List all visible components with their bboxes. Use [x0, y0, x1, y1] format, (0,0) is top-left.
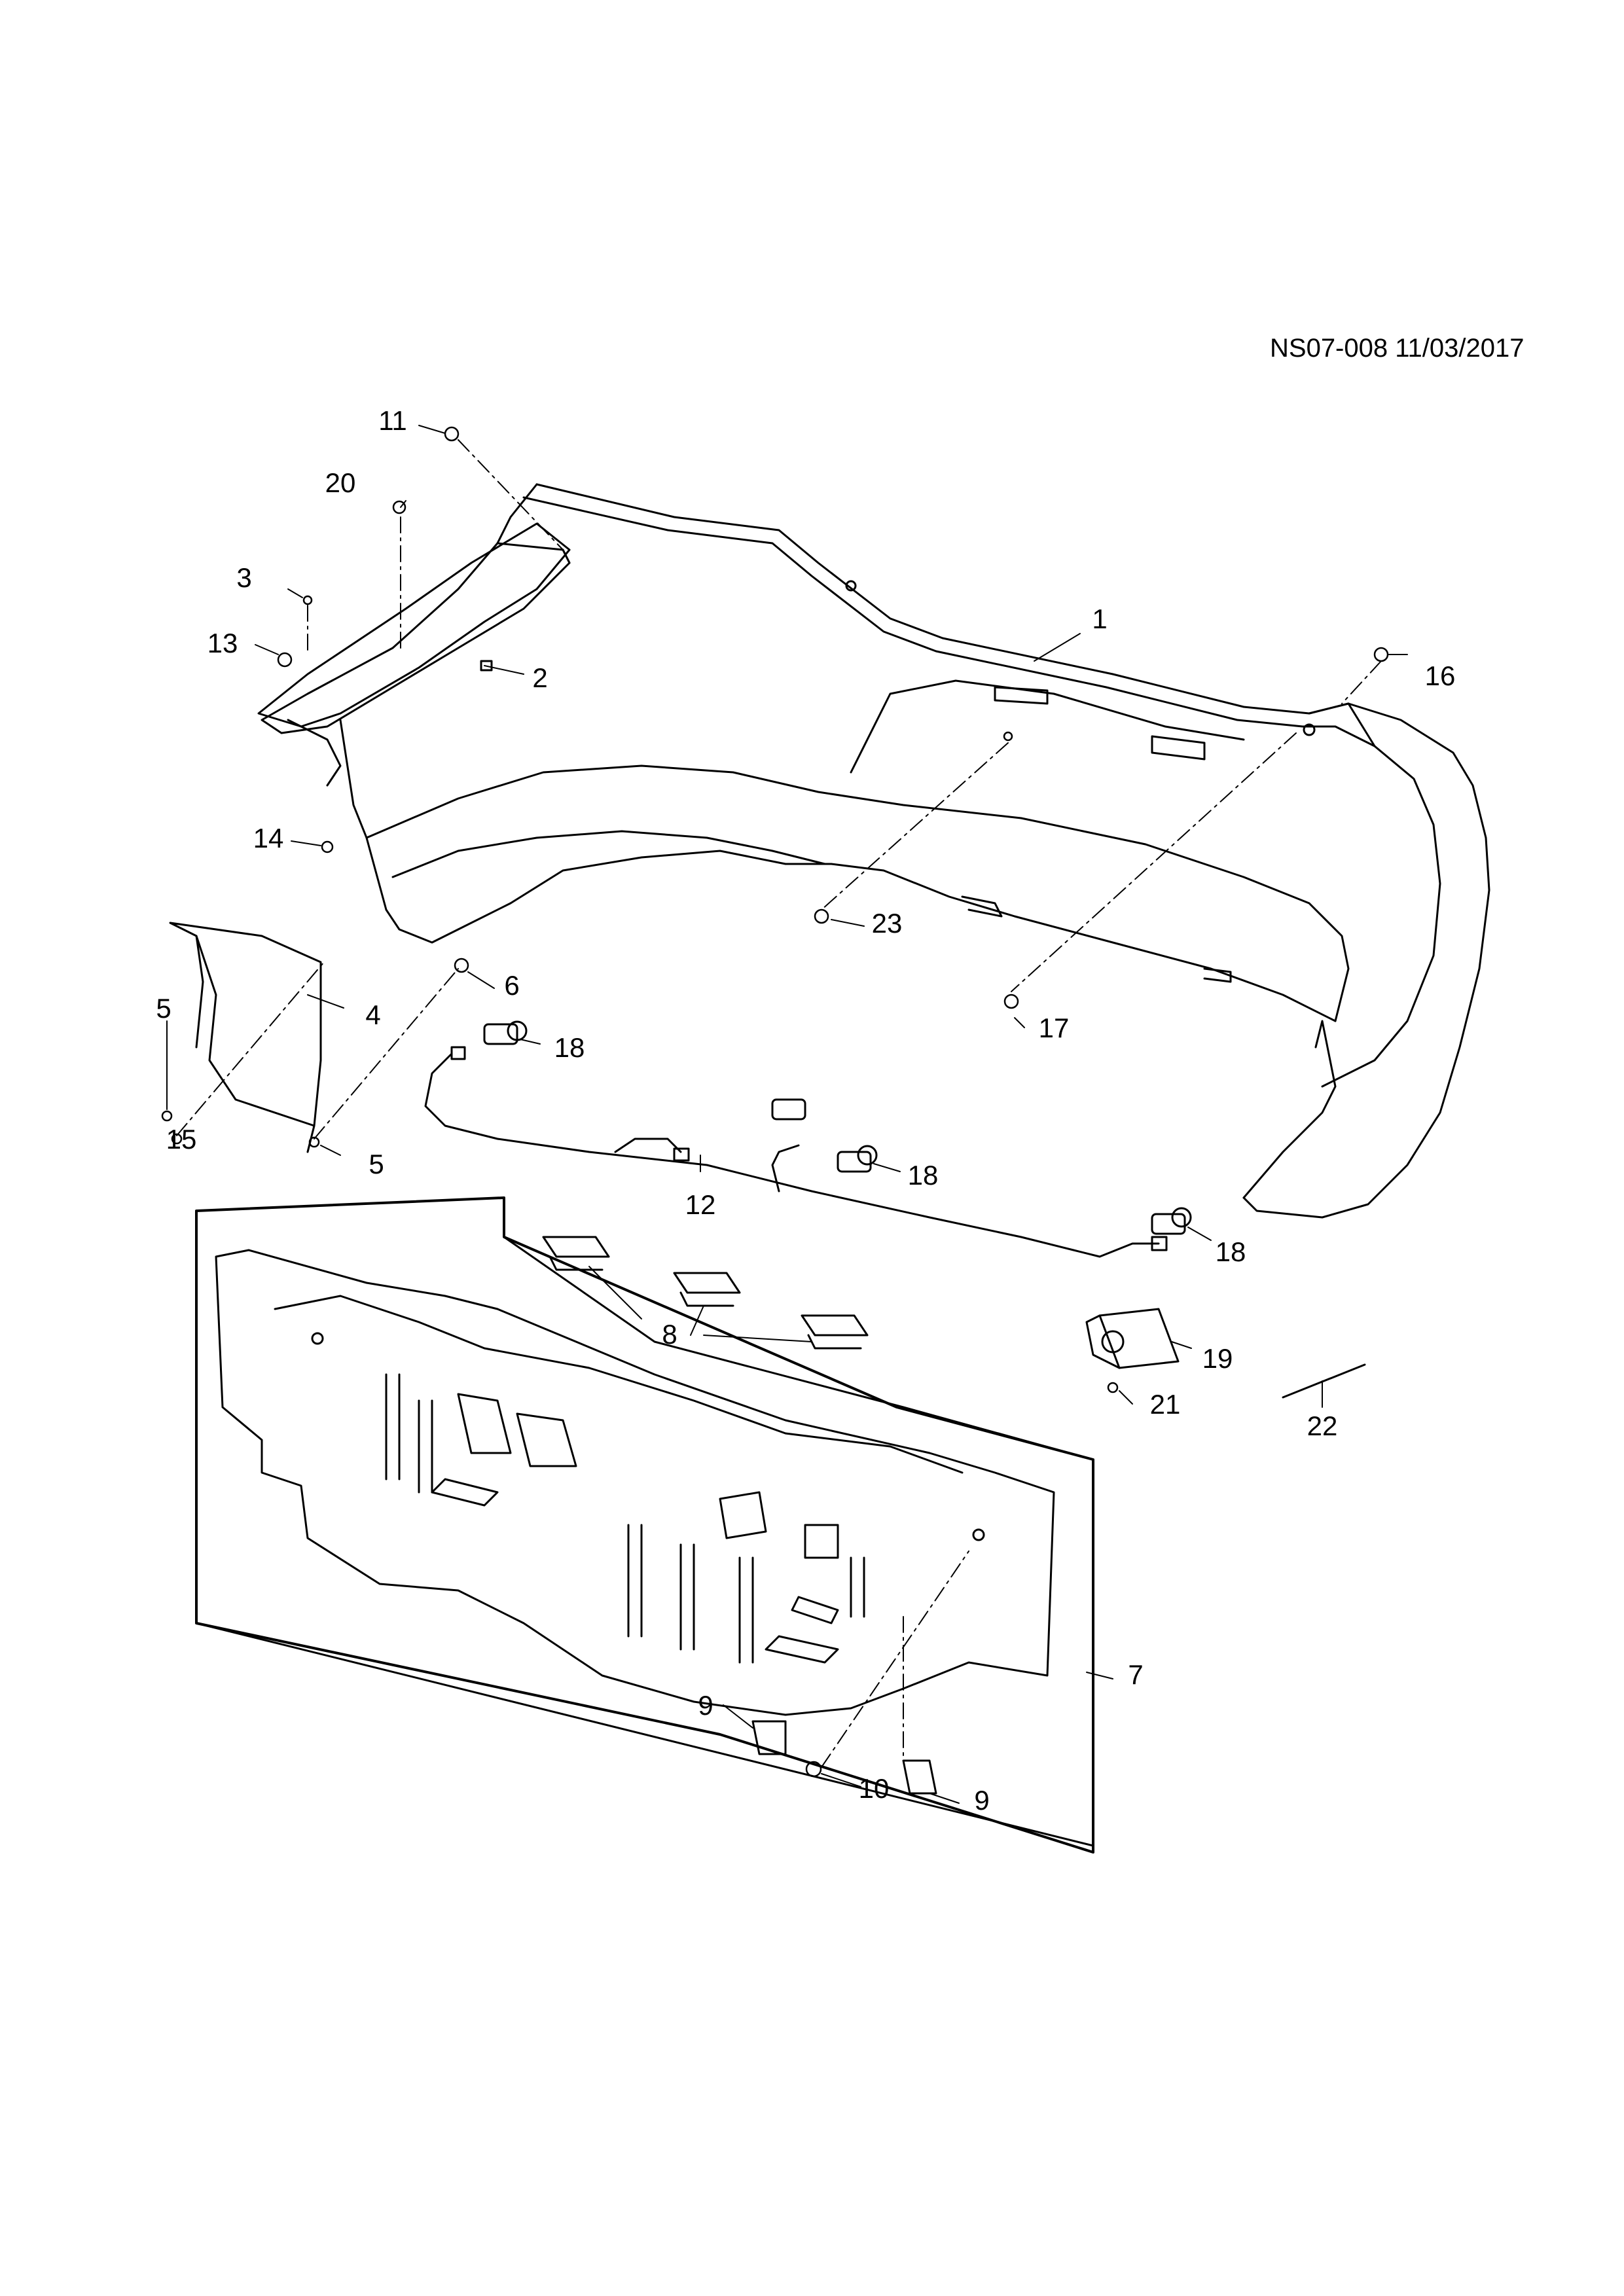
parking-sensor-2: [837, 1145, 878, 1173]
cable-tie: [1282, 1363, 1366, 1399]
callout-6: 6: [504, 970, 520, 1001]
callout-9b: 9: [974, 1785, 990, 1816]
callout-9a: 9: [698, 1690, 713, 1721]
bumper-fascia: [261, 483, 1490, 1219]
callout-7: 7: [1128, 1659, 1144, 1690]
drawing-reference: NS07-008 11/03/2017: [1270, 334, 1525, 363]
control-module: [1085, 1308, 1180, 1369]
fasteners: [161, 426, 1389, 1778]
callout-5b: 5: [369, 1149, 384, 1179]
callout-19: 19: [1202, 1343, 1233, 1374]
callout-17: 17: [1038, 1013, 1070, 1043]
support-bracket: [257, 522, 571, 787]
clip-9a: [751, 1720, 787, 1755]
rear-panel-frame: [195, 1196, 1094, 1854]
callout-3: 3: [236, 562, 252, 593]
callout-20: 20: [325, 467, 356, 498]
callout-2: 2: [532, 662, 548, 693]
callout-10: 10: [858, 1773, 890, 1804]
callout-18c: 18: [1215, 1236, 1246, 1267]
leader-lines: [166, 425, 1408, 1804]
callout-4: 4: [365, 999, 381, 1030]
rear-panel: [195, 1196, 1094, 1847]
side-bracket: [169, 922, 322, 1153]
parking-sensor-3: [1151, 1207, 1192, 1235]
callout-18b: 18: [907, 1160, 939, 1191]
wiring-harness: [424, 1046, 1168, 1258]
callout-14: 14: [253, 823, 284, 853]
callout-12: 12: [685, 1189, 716, 1220]
callout-8: 8: [662, 1319, 677, 1350]
callout-22: 22: [1307, 1410, 1338, 1441]
clip-9b: [902, 1759, 937, 1795]
callout-18a: 18: [554, 1032, 585, 1063]
callout-15: 15: [166, 1124, 197, 1155]
sensor-bracket-2: [673, 1272, 741, 1307]
callout-11: 11: [378, 405, 407, 436]
assembly-lines: [176, 439, 1382, 1768]
callout-23: 23: [871, 908, 903, 939]
sensor-bracket-3: [801, 1314, 869, 1350]
callout-5a: 5: [156, 993, 171, 1024]
parking-sensor-4: [771, 1098, 806, 1121]
callout-21: 21: [1149, 1389, 1181, 1420]
sensor-bracket-1: [542, 1236, 610, 1271]
callout-1: 1: [1092, 603, 1108, 634]
callout-16: 16: [1424, 660, 1456, 691]
callout-13: 13: [207, 628, 238, 658]
parking-sensor-1: [483, 1020, 528, 1045]
